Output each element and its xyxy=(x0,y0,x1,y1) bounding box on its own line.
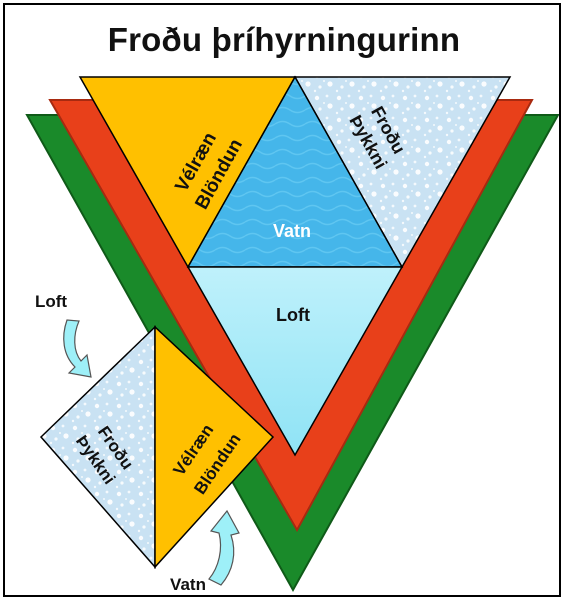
water-label: Vatn xyxy=(273,221,311,241)
air-input-arrow xyxy=(64,320,91,377)
air-input-label: Loft xyxy=(35,292,67,311)
water-input-label: Vatn xyxy=(170,575,206,594)
water-input-arrow xyxy=(209,511,239,585)
foam-triangle-diagram: Vélræn Blöndun Vatn Froðu Þykkni Loft Fr… xyxy=(5,5,561,597)
air-label: Loft xyxy=(276,305,310,325)
diagram-frame: Froðu þríhyrningurinn xyxy=(3,3,561,597)
